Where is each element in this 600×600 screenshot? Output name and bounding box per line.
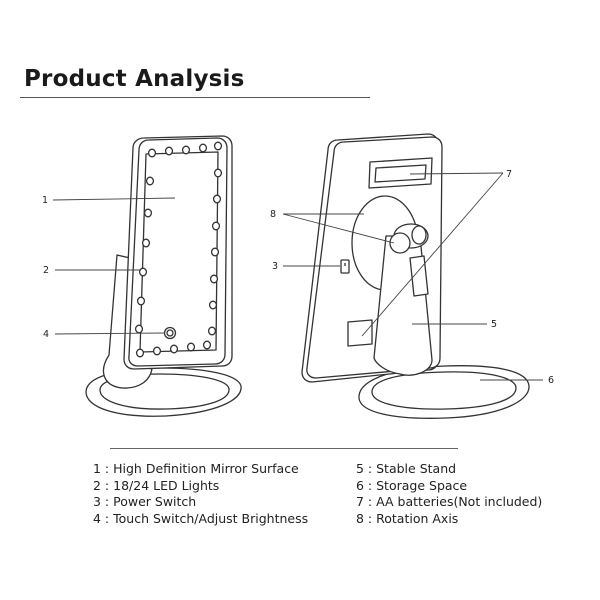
callout-8: 8 <box>270 209 276 220</box>
front-mirror-view <box>85 135 242 417</box>
led-light <box>181 145 191 155</box>
legend-item: 8 : Rotation Axis <box>356 510 459 526</box>
title-underline <box>20 97 370 98</box>
stand-groove <box>409 255 429 297</box>
legend-item: 4 : Touch Switch/Adjust Brightness <box>93 510 309 526</box>
page-title: Product Analysis <box>24 66 245 92</box>
callout-3: 3 <box>272 261 278 272</box>
legend-item: 5 : Stable Stand <box>356 461 457 476</box>
rotation-axis-knob <box>389 232 411 254</box>
legend-item: 1 : High Definition Mirror Surface <box>93 461 299 476</box>
legend-item: 6 : Storage Space <box>356 477 468 493</box>
callout-4: 4 <box>43 329 49 340</box>
led-light <box>141 238 151 248</box>
led-light <box>143 208 153 218</box>
power-switch <box>340 259 350 274</box>
led-light <box>212 194 222 204</box>
led-light <box>198 143 208 153</box>
legend-item: 2 : 18/24 LED Lights <box>93 477 220 493</box>
battery-slot-lower <box>347 319 373 347</box>
legend-item: 7 : AA batteries(Not included) <box>356 494 543 510</box>
led-light <box>210 247 220 257</box>
legend-left-column: 1 : High Definition Mirror Surface 2 : 1… <box>93 461 308 527</box>
back-storage-tray <box>371 371 517 410</box>
callout-lines <box>52 172 543 381</box>
led-light <box>213 168 223 178</box>
led-light <box>136 296 146 306</box>
led-light <box>209 274 219 284</box>
back-mirror-view <box>301 133 530 419</box>
led-light <box>213 141 223 151</box>
mirror-surface <box>139 151 219 353</box>
led-light <box>134 324 144 334</box>
led-light <box>202 340 212 350</box>
led-light <box>147 148 157 158</box>
callout-line-4 <box>54 332 166 335</box>
legend-divider <box>110 448 458 449</box>
led-light <box>138 267 148 277</box>
legend-item: 3 : Power Switch <box>93 494 197 510</box>
callout-line-1 <box>52 197 176 201</box>
led-light <box>152 346 162 356</box>
led-light <box>145 176 155 186</box>
led-lights <box>134 141 223 358</box>
callout-2: 2 <box>43 265 49 276</box>
led-light <box>169 344 179 354</box>
led-light <box>211 221 221 231</box>
led-light <box>186 342 196 352</box>
callout-line-7a <box>409 172 504 175</box>
callout-1: 1 <box>42 195 48 206</box>
callout-numbers: 1 2 4 8 3 7 5 6 <box>42 169 554 386</box>
callout-line-7b <box>361 172 504 337</box>
callout-line-8b <box>282 213 395 244</box>
callout-5: 5 <box>491 319 497 330</box>
led-light <box>164 146 174 156</box>
touch-switch-inner <box>166 329 174 337</box>
callout-7: 7 <box>506 169 512 180</box>
led-light <box>135 348 145 358</box>
rotation-axis-cap <box>411 225 427 245</box>
callout-6: 6 <box>548 375 554 386</box>
battery-compartment-inner <box>374 164 427 183</box>
led-light <box>208 300 218 310</box>
legend-right-column: 5 : Stable Stand 6 : Storage Space 7 : A… <box>356 461 542 527</box>
led-light <box>207 326 217 336</box>
